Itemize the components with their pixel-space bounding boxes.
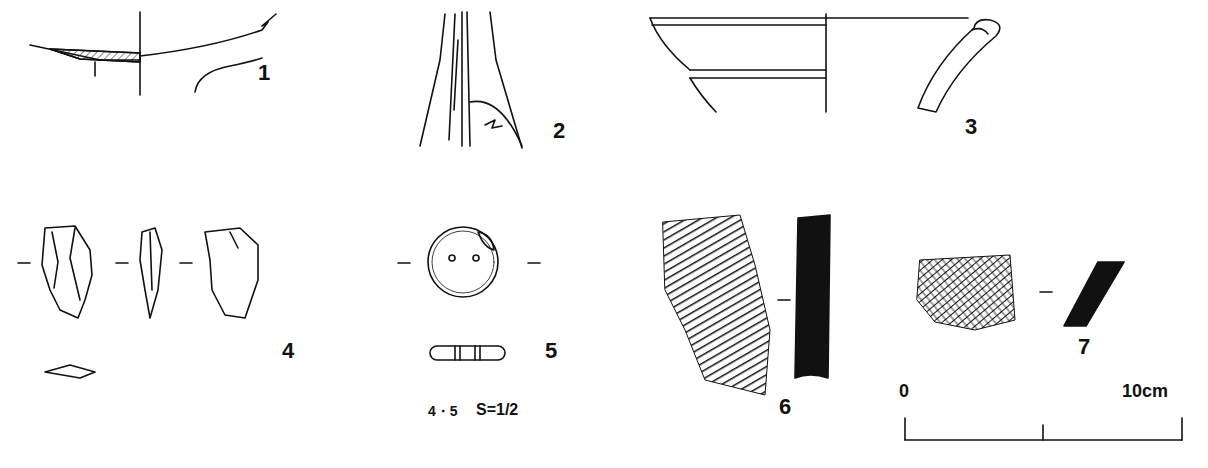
vessel-base-1 [30,12,276,95]
perforated-disc-5 [398,227,540,360]
scale-note: 4・5 [428,404,458,418]
stone-flake-4 [18,226,258,378]
callout-number: 3 [965,116,977,138]
scale-bar [905,418,1182,440]
scale-label: 10cm [1122,382,1168,400]
callout-number: 6 [779,396,791,418]
callout-number: 2 [553,120,565,142]
scale-label: 0 [899,382,909,400]
sherd-6 [663,215,830,395]
vessel-foot-2 [420,12,522,148]
bowl-rim-3 [650,14,1000,112]
callout-number: 4 [282,340,294,362]
callout-number: 1 [258,62,270,84]
scale-note: S=1/2 [476,402,518,418]
callout-number: 5 [545,340,557,362]
callout-number: 7 [1078,336,1090,358]
sherd-7 [917,255,1124,330]
